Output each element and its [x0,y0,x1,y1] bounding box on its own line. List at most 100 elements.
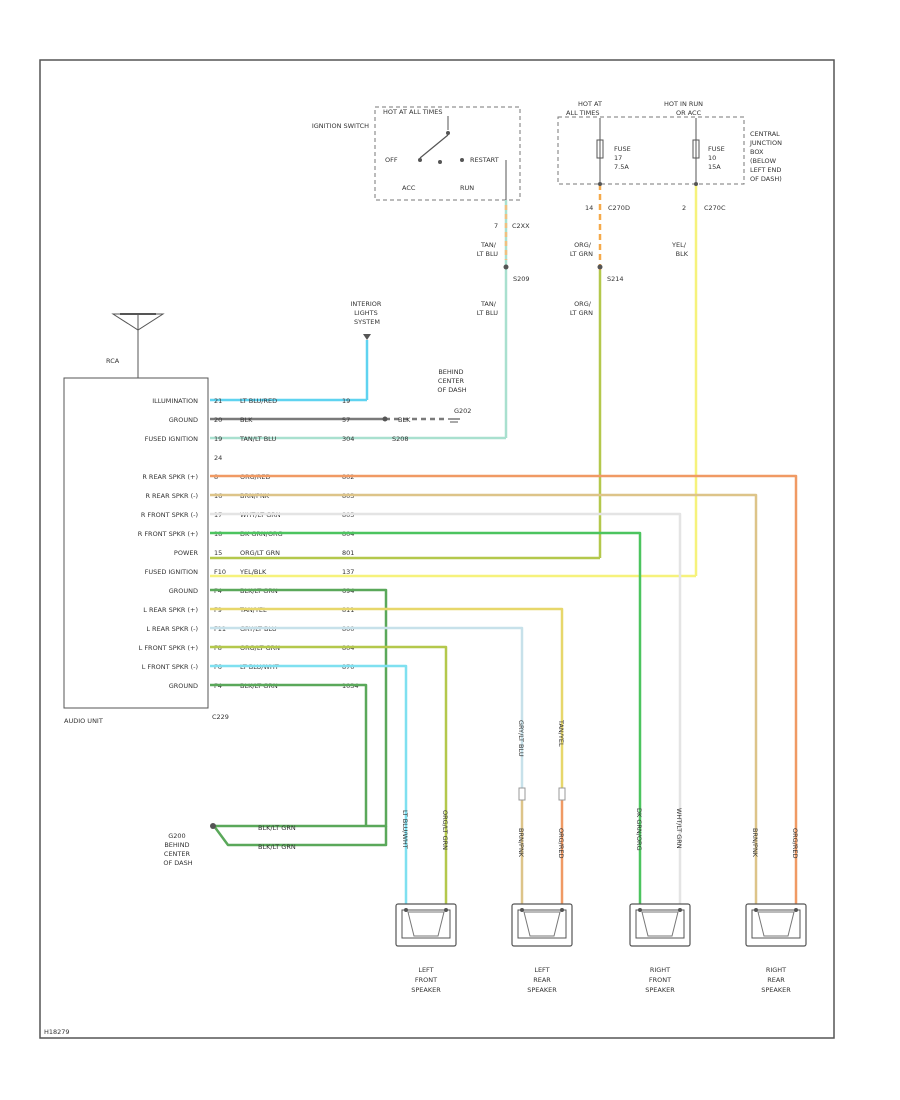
pin-function-label: L FRONT SPKR (-) [142,663,198,671]
label-s214: S214 [607,275,624,283]
pin-function-label: ILLUMINATION [152,397,198,405]
pin-function-label: GROUND [169,416,198,424]
speaker-wire-label: BRN/PNK [517,828,525,858]
pin-wire-color: TAN/LT BLU [239,435,276,443]
wire [210,474,798,910]
label-s209: S209 [513,275,530,283]
speaker-wire-label: LT BLU/WHT [401,810,409,849]
pin-function-label: L REAR SPKR (+) [143,606,198,614]
wire [210,626,524,790]
pin-number: 20 [214,416,222,424]
wire [210,683,368,826]
feed-wires [210,182,698,578]
pin-function-label: FUSED IGNITION [145,568,199,576]
g200-label: G200 BEHIND CENTER OF DASH [163,832,192,867]
fuse1-pin: 14 [585,204,593,212]
pin-wire-color: LT BLU/RED [240,397,277,405]
pin-number: 15 [214,549,222,557]
fuse1-label: FUSE 17 7.5A [614,145,633,171]
wire [210,531,642,910]
pin-number: 24 [214,454,222,462]
speaker-wire-label: TAN/YEL [557,719,565,747]
wire [210,607,564,790]
pin-function-label: R FRONT SPKR (-) [141,511,198,519]
pin-circuit: 304 [342,435,354,443]
wire [210,588,388,828]
audio-unit-box [63,377,209,709]
speaker-wire-label: ORG/LT GRN [441,810,449,850]
ignition-conn: C2XX [512,222,530,230]
ground-desc: BEHIND CENTER OF DASH [437,368,466,394]
label-tan-ltblu-b: TAN/ LT BLU [477,300,499,317]
pin-function-label: FUSED IGNITION [145,435,199,443]
pin-number: 19 [214,435,222,443]
interior-lights: INTERIOR LIGHTS SYSTEM [210,300,383,402]
audio-unit-conn: C229 [212,713,229,721]
pin-circuit: 19 [342,397,350,405]
ground-g202: BEHIND CENTER OF DASH BLK G202 S208 [210,368,471,443]
fuse1-conn: C270D [608,204,630,212]
pin-circuit: 137 [342,568,354,576]
speaker-wire-label: WHT/LT GRN [675,808,683,849]
label-tan-ltblu-a: TAN/ LT BLU [477,241,499,258]
audio-unit-title: AUDIO UNIT [64,717,103,725]
pin-circuit: 57 [342,416,350,424]
ground-g200: G200 BEHIND CENTER OF DASH BLK/LT GRN BL… [163,823,296,867]
wire [210,493,758,910]
pin-function-label: R REAR SPKR (-) [145,492,198,500]
label-org-ltgrn-a: ORG/ LT GRN [570,241,593,258]
speaker-wire-label: ORG/RED [557,828,565,859]
fuse2-conn: C270C [704,204,726,212]
pin-wire-color: BLK [240,416,253,424]
antenna-label: RCA [106,357,120,365]
feed-labels: TAN/ LT BLU S209 TAN/ LT BLU ORG/ LT GRN… [477,241,689,317]
ignition-title: IGNITION SWITCH [312,122,369,130]
label-s208: S208 [392,435,409,443]
ignition-restart: RESTART [470,156,499,164]
pin-wire-color: ORG/LT GRN [240,549,280,557]
footer-code: H18279 [44,1028,70,1036]
wire [210,664,408,910]
pin-number: F10 [214,568,226,576]
ignition-hot-label: HOT AT ALL TIMES [383,108,443,116]
label-yel-blk: YEL/ BLK [671,241,689,258]
antenna: RCA [106,313,165,378]
speaker-wire-label: ORG/RED [791,828,799,859]
audio-unit: AUDIO UNIT C229 ILLUMINATION 21 LT BLU/RED… [63,377,359,725]
junction-box-desc: CENTRAL JUNCTION BOX (BELOW LEFT END OF … [749,130,784,183]
fuse2-label: FUSE 10 15A [708,145,727,171]
speaker-wire-label: BRN/PNK [751,828,759,858]
audio-pin-row: GROUND 20 BLK 57 [169,416,351,424]
wire [210,512,682,910]
label-org-ltgrn-b: ORG/ LT GRN [570,300,593,317]
wire [212,825,388,847]
ignition-pin: 7 [494,222,498,230]
pin-function-label: R REAR SPKR (+) [142,473,198,481]
wire [210,645,448,910]
audio-pin-row: 24 [214,454,222,462]
ignition-switch: HOT AT ALL TIMES IGNITION SWITCH OFF RES… [312,106,530,230]
pin-function-label: GROUND [169,587,198,595]
pin-number: 21 [214,397,222,405]
interior-lights-label: INTERIOR LIGHTS SYSTEM [350,300,383,326]
pin-function-label: L REAR SPKR (-) [146,625,198,633]
speaker-wire-label: DK GRN/ORG [635,808,643,851]
g200-wire2: BLK/LT GRN [258,843,296,851]
pin-function-label: POWER [174,549,199,557]
label-g202: G202 [454,407,471,415]
